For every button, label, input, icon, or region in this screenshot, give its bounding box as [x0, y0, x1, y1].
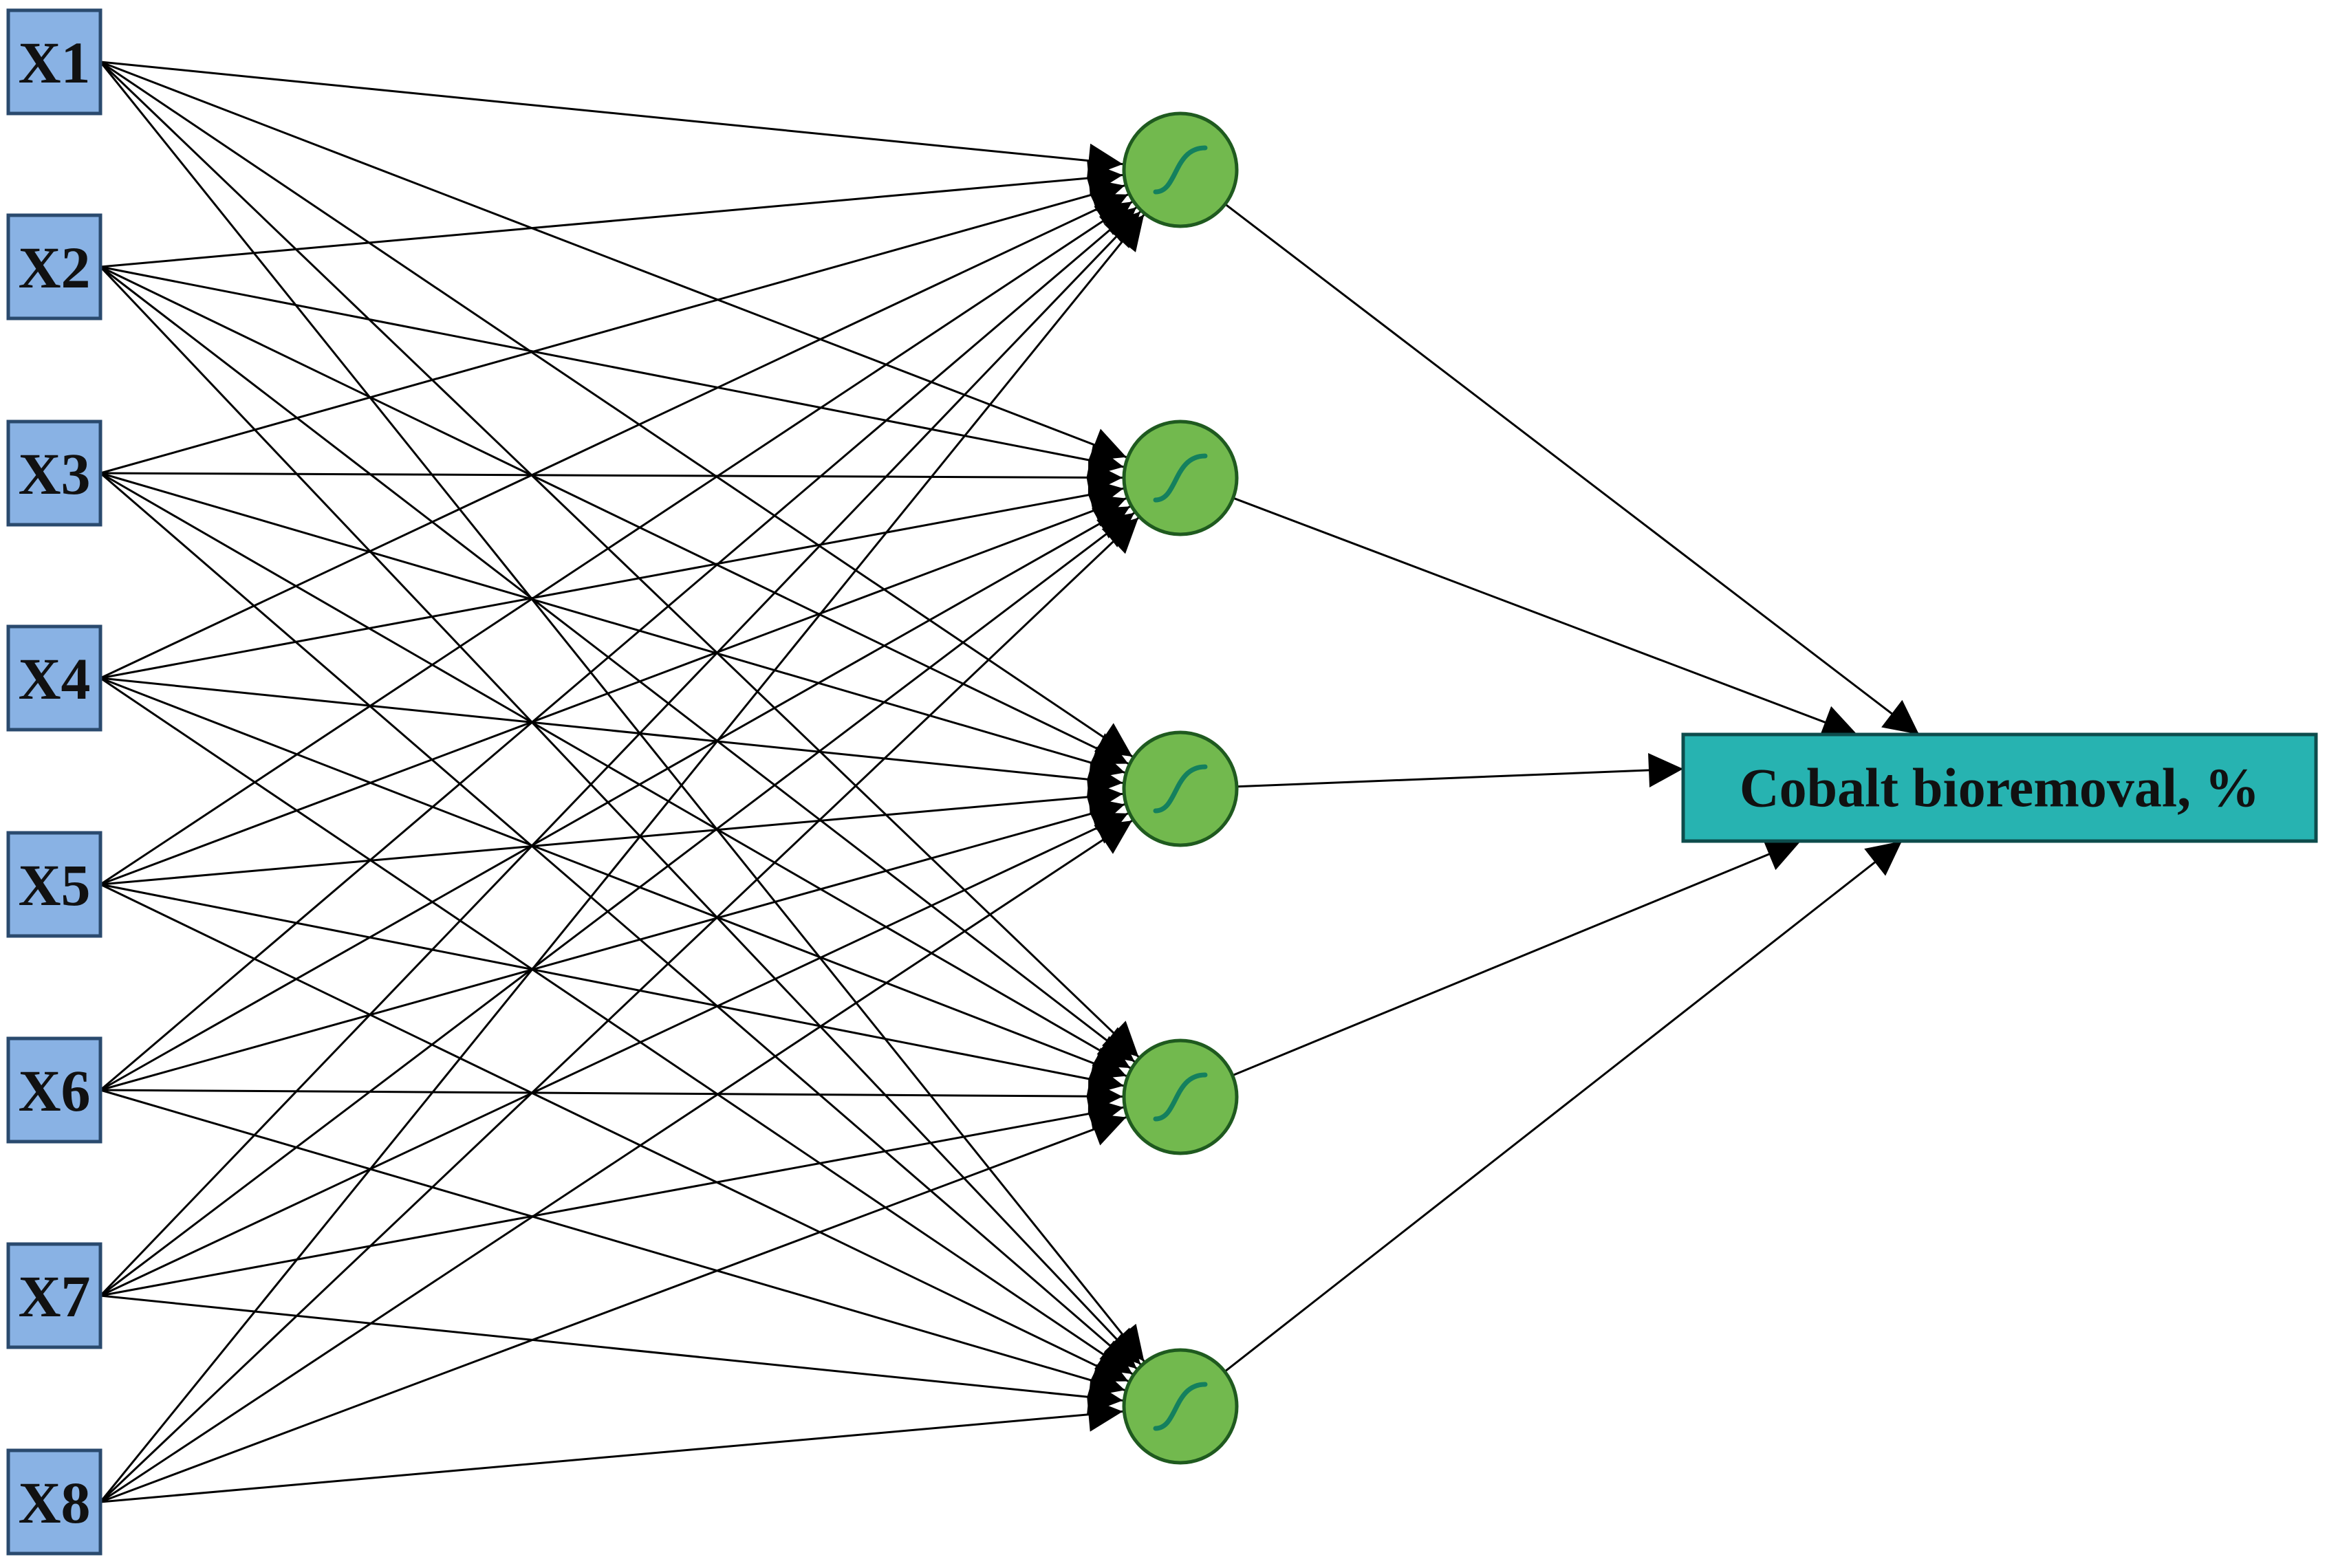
- input-node-x4: X4: [6, 624, 102, 732]
- input-box: [6, 1036, 102, 1144]
- input-box: [6, 213, 102, 320]
- sigmoid-icon: [1153, 1072, 1208, 1122]
- edge-x2-to-hidden-1: [100, 161, 1123, 268]
- input-label: X7: [18, 1263, 90, 1329]
- edge-x7-to-hidden-2: [100, 512, 1135, 1297]
- input-box: [6, 1242, 102, 1349]
- edge-hidden-2-to-output: [1233, 497, 1858, 739]
- edge-hidden-4-to-output: [1232, 838, 1801, 1077]
- input-label: X5: [18, 852, 90, 918]
- edge-x8-to-hidden-4: [100, 1113, 1127, 1503]
- output-box: [1681, 732, 2318, 843]
- connections: [99, 61, 1920, 1503]
- edge-hidden-5-to-output: [1224, 840, 1903, 1373]
- hidden-neuron-1: [1122, 111, 1239, 228]
- sigmoid-icon: [1153, 764, 1208, 814]
- input-label: X1: [18, 30, 90, 96]
- edge-x3-to-hidden-5: [100, 472, 1138, 1370]
- edge-x2-to-hidden-4: [100, 265, 1136, 1063]
- input-node-x2: X2: [6, 213, 102, 320]
- hidden-neuron-2: [1122, 420, 1239, 536]
- edge-x3-to-hidden-4: [100, 472, 1132, 1069]
- edge-x7-to-hidden-3: [100, 812, 1129, 1297]
- input-box: [6, 420, 102, 527]
- edge-x6-to-hidden-1: [100, 206, 1138, 1091]
- edge-x2-to-hidden-5: [99, 265, 1142, 1366]
- hidden-neuron-circle: [1122, 730, 1239, 847]
- input-node-x5: X5: [6, 831, 102, 938]
- input-box: [6, 624, 102, 732]
- edge-x4-to-hidden-5: [100, 677, 1134, 1375]
- input-node-x1: X1: [6, 8, 102, 116]
- edge-x5-to-hidden-5: [100, 883, 1129, 1382]
- edge-x4-to-hidden-1: [100, 193, 1129, 679]
- input-node-x3: X3: [6, 420, 102, 527]
- output-node: Cobalt bioremoval, %: [1681, 732, 2318, 843]
- edge-x1-to-hidden-5: [99, 61, 1145, 1362]
- edge-x5-to-hidden-1: [100, 201, 1133, 886]
- input-node-x7: X7: [6, 1242, 102, 1349]
- edge-x1-to-hidden-2: [100, 61, 1127, 461]
- edge-x1-to-hidden-1: [100, 61, 1123, 178]
- edge-x6-to-hidden-2: [100, 505, 1131, 1091]
- edge-x2-to-hidden-3: [100, 265, 1129, 765]
- input-box: [6, 831, 102, 938]
- hidden-neuron-circle: [1122, 420, 1239, 536]
- hidden-neuron-5: [1122, 1348, 1239, 1465]
- edge-x3-to-hidden-2: [100, 460, 1123, 495]
- output-label: Cobalt bioremoval, %: [1740, 759, 2260, 819]
- input-label: X4: [18, 646, 90, 712]
- edge-x5-to-hidden-4: [100, 883, 1124, 1096]
- input-box: [6, 8, 102, 116]
- edge-x4-to-hidden-3: [100, 677, 1123, 797]
- sigmoid-icon: [1153, 453, 1208, 503]
- hidden-neuron-circle: [1122, 1348, 1239, 1465]
- input-label: X6: [18, 1058, 90, 1124]
- edge-x1-to-hidden-3: [100, 61, 1134, 758]
- edge-x6-to-hidden-5: [100, 1089, 1125, 1397]
- edge-x3-to-hidden-1: [100, 178, 1125, 475]
- input-label: X3: [18, 441, 90, 507]
- edge-x8-to-hidden-2: [99, 516, 1140, 1503]
- input-box: [6, 1448, 102, 1556]
- hidden-neuron-4: [1122, 1038, 1239, 1155]
- input-label: X2: [18, 235, 90, 301]
- edge-x1-to-hidden-4: [99, 61, 1140, 1058]
- edge-x4-to-hidden-2: [100, 477, 1124, 679]
- edge-x3-to-hidden-3: [100, 472, 1125, 780]
- edge-x5-to-hidden-3: [100, 779, 1123, 886]
- edge-x8-to-hidden-1: [99, 214, 1145, 1503]
- hidden-neuron-circle: [1122, 1038, 1239, 1155]
- edge-x5-to-hidden-2: [100, 494, 1127, 886]
- edge-x2-to-hidden-2: [100, 265, 1124, 477]
- edge-hidden-1-to-output: [1224, 203, 1920, 736]
- sigmoid-icon: [1153, 1382, 1208, 1431]
- hidden-neuron-3: [1122, 730, 1239, 847]
- hidden-neuron-circle: [1122, 111, 1239, 228]
- edge-x8-to-hidden-5: [100, 1397, 1123, 1503]
- edge-x7-to-hidden-4: [100, 1096, 1124, 1297]
- input-node-x6: X6: [6, 1036, 102, 1144]
- edge-x6-to-hidden-3: [100, 796, 1125, 1091]
- edge-x6-to-hidden-4: [100, 1079, 1123, 1114]
- edge-x7-to-hidden-5: [100, 1294, 1123, 1415]
- input-node-x8: X8: [6, 1448, 102, 1556]
- edge-hidden-3-to-output: [1236, 753, 1684, 788]
- edge-x7-to-hidden-1: [99, 210, 1141, 1297]
- input-label: X8: [18, 1470, 90, 1536]
- edge-x4-to-hidden-4: [100, 677, 1127, 1080]
- edge-x8-to-hidden-3: [100, 820, 1133, 1503]
- sigmoid-icon: [1153, 145, 1208, 195]
